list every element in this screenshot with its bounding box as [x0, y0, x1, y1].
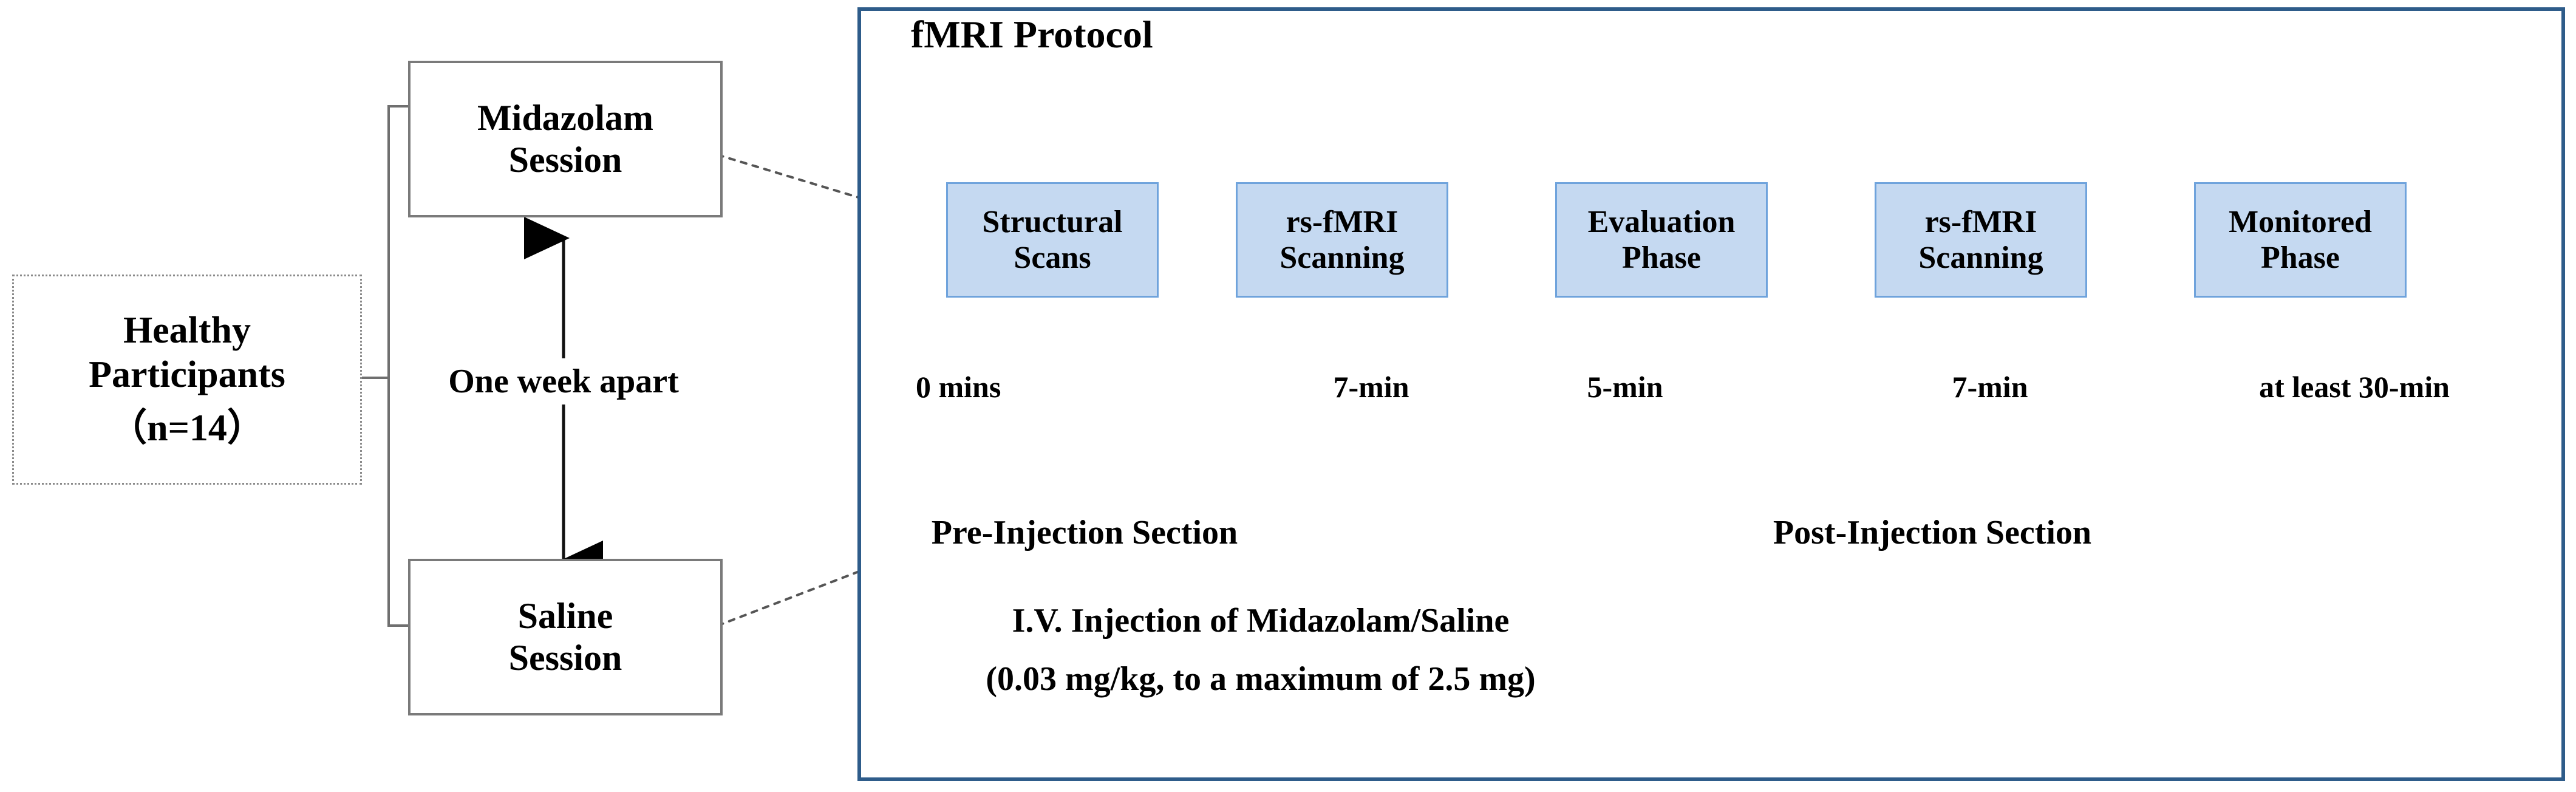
one-week-apart-label: One week apart	[394, 358, 734, 405]
stage-structural-scans-line-1: Structural	[982, 204, 1123, 239]
timeline-label-0-mins: 0 mins	[916, 370, 1001, 404]
panel-title: fMRI Protocol	[911, 13, 1153, 56]
stage-monitored-phase-line-1: Monitored	[2229, 204, 2372, 239]
pre-injection-section-label: Pre-Injection Section	[931, 514, 1238, 551]
saline-session-box: Saline Session	[408, 559, 723, 715]
post-injection-section-label: Post-Injection Section	[1773, 514, 2092, 551]
stage-structural-scans-line-2: Scans	[1014, 241, 1091, 275]
participants-line-2: Participants	[89, 354, 285, 396]
timeline-label-at-least-30-min: at least 30-min	[2259, 370, 2450, 404]
stage-monitored-phase[interactable]: Monitored Phase	[2194, 182, 2407, 298]
stage-rs-fmri-scanning-2-line-2: Scanning	[1918, 241, 2043, 275]
stage-rs-fmri-scanning-1-line-1: rs-fMRI	[1286, 204, 1399, 239]
midazolam-session-line-1: Midazolam	[477, 98, 653, 138]
stage-evaluation-phase-line-1: Evaluation	[1587, 204, 1736, 239]
stage-evaluation-phase-line-2: Phase	[1622, 241, 1701, 275]
stage-rs-fmri-scanning-2[interactable]: rs-fMRI Scanning	[1875, 182, 2087, 298]
stage-rs-fmri-scanning-1[interactable]: rs-fMRI Scanning	[1236, 182, 1448, 298]
participants-count: （n=14）	[109, 407, 265, 449]
stage-evaluation-phase[interactable]: Evaluation Phase	[1555, 182, 1768, 298]
participants-line-1: Healthy	[123, 310, 251, 352]
timeline-label-5-min: 5-min	[1587, 370, 1663, 404]
stage-monitored-phase-line-2: Phase	[2261, 241, 2340, 275]
saline-session-line-2: Session	[508, 638, 622, 678]
healthy-participants-box: Healthy Participants （n=14）	[12, 275, 362, 485]
timeline-label-7-min-2: 7-min	[1952, 370, 2028, 404]
injection-caption-line-1: I.V. Injection of Midazolam/Saline	[1012, 602, 1510, 640]
timeline-label-7-min-1: 7-min	[1333, 370, 1409, 404]
stage-rs-fmri-scanning-2-line-1: rs-fMRI	[1924, 204, 2037, 239]
session-to-panel-connectors	[717, 154, 870, 627]
midazolam-session-box: Midazolam Session	[408, 61, 723, 217]
fmri-protocol-panel	[857, 7, 2565, 781]
stage-structural-scans[interactable]: Structural Scans	[946, 182, 1159, 298]
stage-rs-fmri-scanning-1-line-2: Scanning	[1279, 241, 1405, 275]
injection-caption-line-2: (0.03 mg/kg, to a maximum of 2.5 mg)	[986, 660, 1536, 698]
midazolam-session-line-2: Session	[508, 140, 622, 180]
saline-session-line-1: Saline	[517, 596, 613, 636]
